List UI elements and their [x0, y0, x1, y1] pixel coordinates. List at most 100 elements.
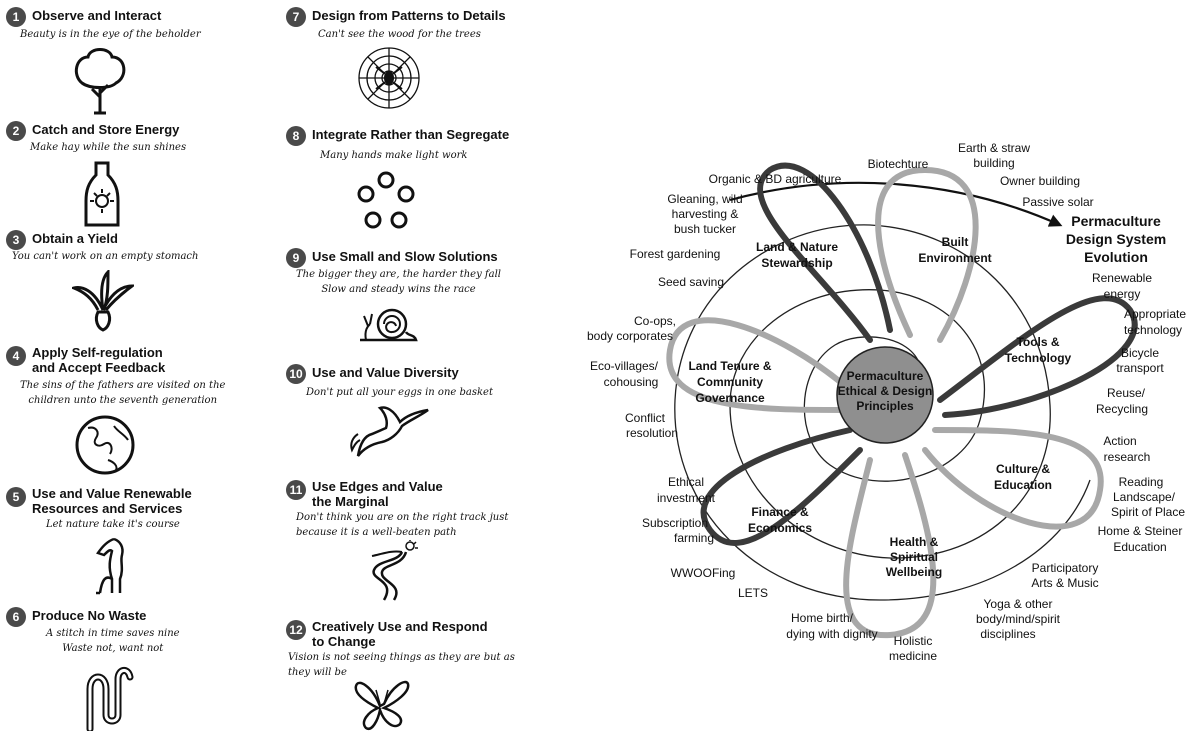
principle-number-badge: 7: [286, 7, 306, 27]
domain-tools: Tools &: [1016, 335, 1059, 349]
label-gleaning: bush tucker: [674, 222, 736, 236]
domain-built: Built: [942, 235, 969, 249]
principle-title-line: Use Edges and Value: [312, 479, 443, 494]
label-reuse: Recycling: [1096, 402, 1148, 416]
evolution-title: Permaculture: [1071, 213, 1161, 229]
principle-6: 6 Produce No Waste A stitch in time save…: [6, 607, 246, 735]
label-ethical: investment: [657, 491, 716, 505]
label-bicycle: Bicycle: [1121, 346, 1159, 360]
principle-number-badge: 3: [6, 230, 26, 250]
principle-title-line: the Marginal: [312, 494, 389, 509]
principle-2: 2 Catch and Store Energy Make hay while …: [6, 121, 246, 231]
principle-number-badge: 11: [286, 480, 306, 500]
spiderweb-icon: [356, 45, 422, 111]
label-passive-solar: Passive solar: [1022, 195, 1093, 209]
principle-motto: Can't see the wood for the trees: [318, 29, 481, 40]
principle-title: Use Small and Slow Solutions: [312, 249, 498, 264]
label-participatory: Participatory: [1032, 561, 1099, 575]
label-holistic: medicine: [889, 649, 937, 663]
principle-motto-line: because it is a well-beaten path: [296, 527, 457, 538]
principle-number-badge: 9: [286, 248, 306, 268]
label-owner-building: Owner building: [1000, 174, 1080, 188]
principle-title: Obtain a Yield: [32, 231, 118, 246]
label-participatory: Arts & Music: [1031, 576, 1098, 590]
label-gleaning: Gleaning, wild: [667, 192, 742, 206]
label-renewable: energy: [1104, 287, 1141, 301]
evolution-spiral: [674, 224, 1091, 601]
principle-number-badge: 4: [6, 346, 26, 366]
label-yoga: disciplines: [980, 627, 1035, 641]
label-reuse: Reuse/: [1107, 386, 1146, 400]
center-circle: [836, 346, 934, 444]
label-gleaning: harvesting &: [672, 207, 739, 221]
label-lets: LETS: [738, 586, 768, 600]
label-appropriate: technology: [1124, 323, 1182, 337]
domain-land-tenure: Community: [697, 375, 763, 389]
label-appropriate: Appropriate: [1124, 307, 1186, 321]
bottle-sun-icon: [84, 161, 120, 227]
label-homebirth: dying with dignity: [786, 627, 877, 641]
label-action: research: [1104, 450, 1151, 464]
principle-title-line: and Accept Feedback: [32, 360, 166, 375]
principle-number-badge: 10: [286, 364, 306, 384]
principle-motto-line: they will be: [288, 667, 347, 678]
label-earth-straw: building: [973, 156, 1014, 170]
label-holistic: Holistic: [894, 634, 933, 648]
evolution-title: Design System: [1066, 231, 1166, 247]
principle-7: 7 Design from Patterns to Details Can't …: [286, 7, 556, 125]
principle-9: 9 Use Small and Slow Solutions The bigge…: [286, 248, 556, 358]
label-yoga: Yoga & other: [984, 597, 1053, 611]
principle-motto-line: Waste not, want not: [62, 643, 164, 654]
label-steiner: Education: [1113, 540, 1166, 554]
label-subscription: farming: [674, 531, 714, 545]
principle-number-badge: 1: [6, 7, 26, 27]
label-seed: Seed saving: [658, 275, 724, 289]
principle-motto-line: children unto the seventh generation: [28, 395, 218, 406]
label-ecovillages: Eco-villages/: [590, 359, 659, 373]
domain-land-tenure: Governance: [695, 391, 765, 405]
circle-of-circles-icon: [354, 170, 418, 234]
label-ecovillages: cohousing: [604, 375, 659, 389]
label-ethical: Ethical: [668, 475, 704, 489]
petals: [666, 162, 1138, 639]
petal-land-nature: [757, 162, 893, 343]
domain-land-nature: Land & Nature: [756, 240, 838, 254]
river-path-icon: [352, 540, 432, 602]
domain-land-tenure: Land Tenure &: [688, 359, 771, 373]
domain-health: Health &: [890, 535, 939, 549]
domain-finance: Finance &: [751, 505, 809, 519]
principle-number-badge: 5: [6, 487, 26, 507]
principle-1: 1 Observe and Interact Beauty is in the …: [6, 7, 246, 125]
label-conflict: Conflict: [625, 411, 666, 425]
evolution-title: Evolution: [1084, 249, 1148, 265]
label-yoga: body/mind/spirit: [976, 612, 1061, 626]
principle-motto-line: The bigger they are, the harder they fal…: [296, 269, 501, 280]
principle-motto-line: Slow and steady wins the race: [321, 284, 476, 295]
principle-title: Observe and Interact: [32, 8, 162, 23]
label-forest: Forest gardening: [630, 247, 721, 261]
principle-motto: Many hands make light work: [320, 150, 468, 161]
label-reading: Landscape/: [1113, 490, 1176, 504]
principle-motto: Let nature take it's course: [46, 519, 180, 530]
vegetable-icon: [72, 270, 134, 332]
tree-icon: [70, 45, 130, 115]
label-reading: Reading: [1119, 475, 1164, 489]
principle-3: 3 Obtain a Yield You can't work on an em…: [6, 230, 246, 340]
principle-motto-line: Vision is not seeing things as they are …: [288, 652, 515, 663]
domain-culture: Education: [994, 478, 1052, 492]
principle-title-line: Creatively Use and Respond: [312, 619, 488, 634]
petal-land-tenure: [666, 317, 853, 413]
principle-motto: Don't put all your eggs in one basket: [306, 387, 493, 398]
worm-icon: [82, 659, 134, 731]
label-organic: Organic & BD agriculture: [709, 172, 842, 186]
principle-title: Produce No Waste: [32, 608, 147, 623]
domain-built: Environment: [918, 251, 991, 265]
horse-icon: [90, 535, 136, 595]
label-steiner: Home & Steiner: [1098, 524, 1183, 538]
domain-tools: Technology: [1005, 351, 1072, 365]
